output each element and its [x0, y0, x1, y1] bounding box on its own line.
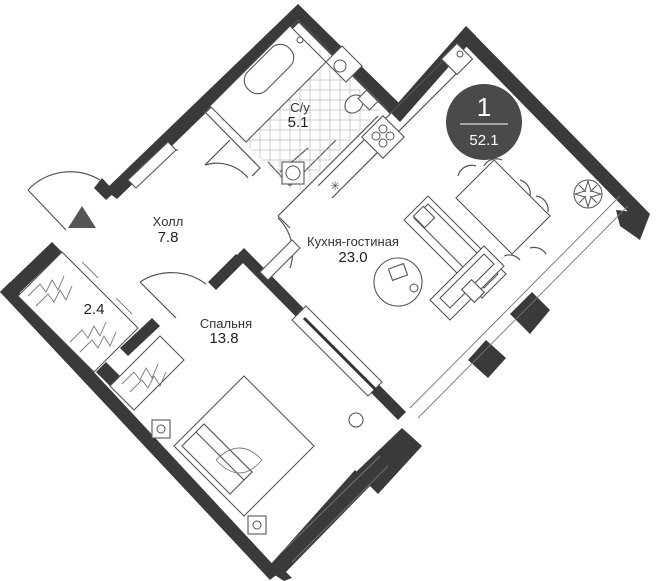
plant-icon: [573, 179, 603, 209]
room-labels: С/у 5.1 Холл 7.8 Кухня-гостиная 23.0 2.4…: [84, 100, 399, 347]
svg-text:✳: ✳: [330, 179, 340, 193]
bedroom-fixtures: [151, 375, 315, 535]
apartment-badge: 1 52.1: [446, 84, 522, 160]
kitchen-fixtures: ✳: [291, 42, 603, 428]
hall-name: Холл: [153, 214, 184, 229]
hall-area: 7.8: [158, 229, 179, 246]
bedroom-name: Спальня: [200, 316, 252, 331]
badge-room-count: 1: [477, 92, 491, 122]
closet-fixtures: [17, 251, 185, 411]
kitchen-living-area: 23.0: [338, 249, 367, 266]
bedroom-area: 13.8: [209, 330, 238, 347]
entrance-arrow-icon: [68, 206, 96, 228]
badge-total-area: 52.1: [469, 132, 498, 149]
kitchen-living-name: Кухня-гостиная: [307, 234, 399, 249]
closet-area: 2.4: [84, 301, 105, 318]
bathroom-name: С/у: [290, 100, 310, 115]
bathroom-area: 5.1: [288, 114, 309, 131]
bathroom-fixtures: [209, 25, 380, 194]
